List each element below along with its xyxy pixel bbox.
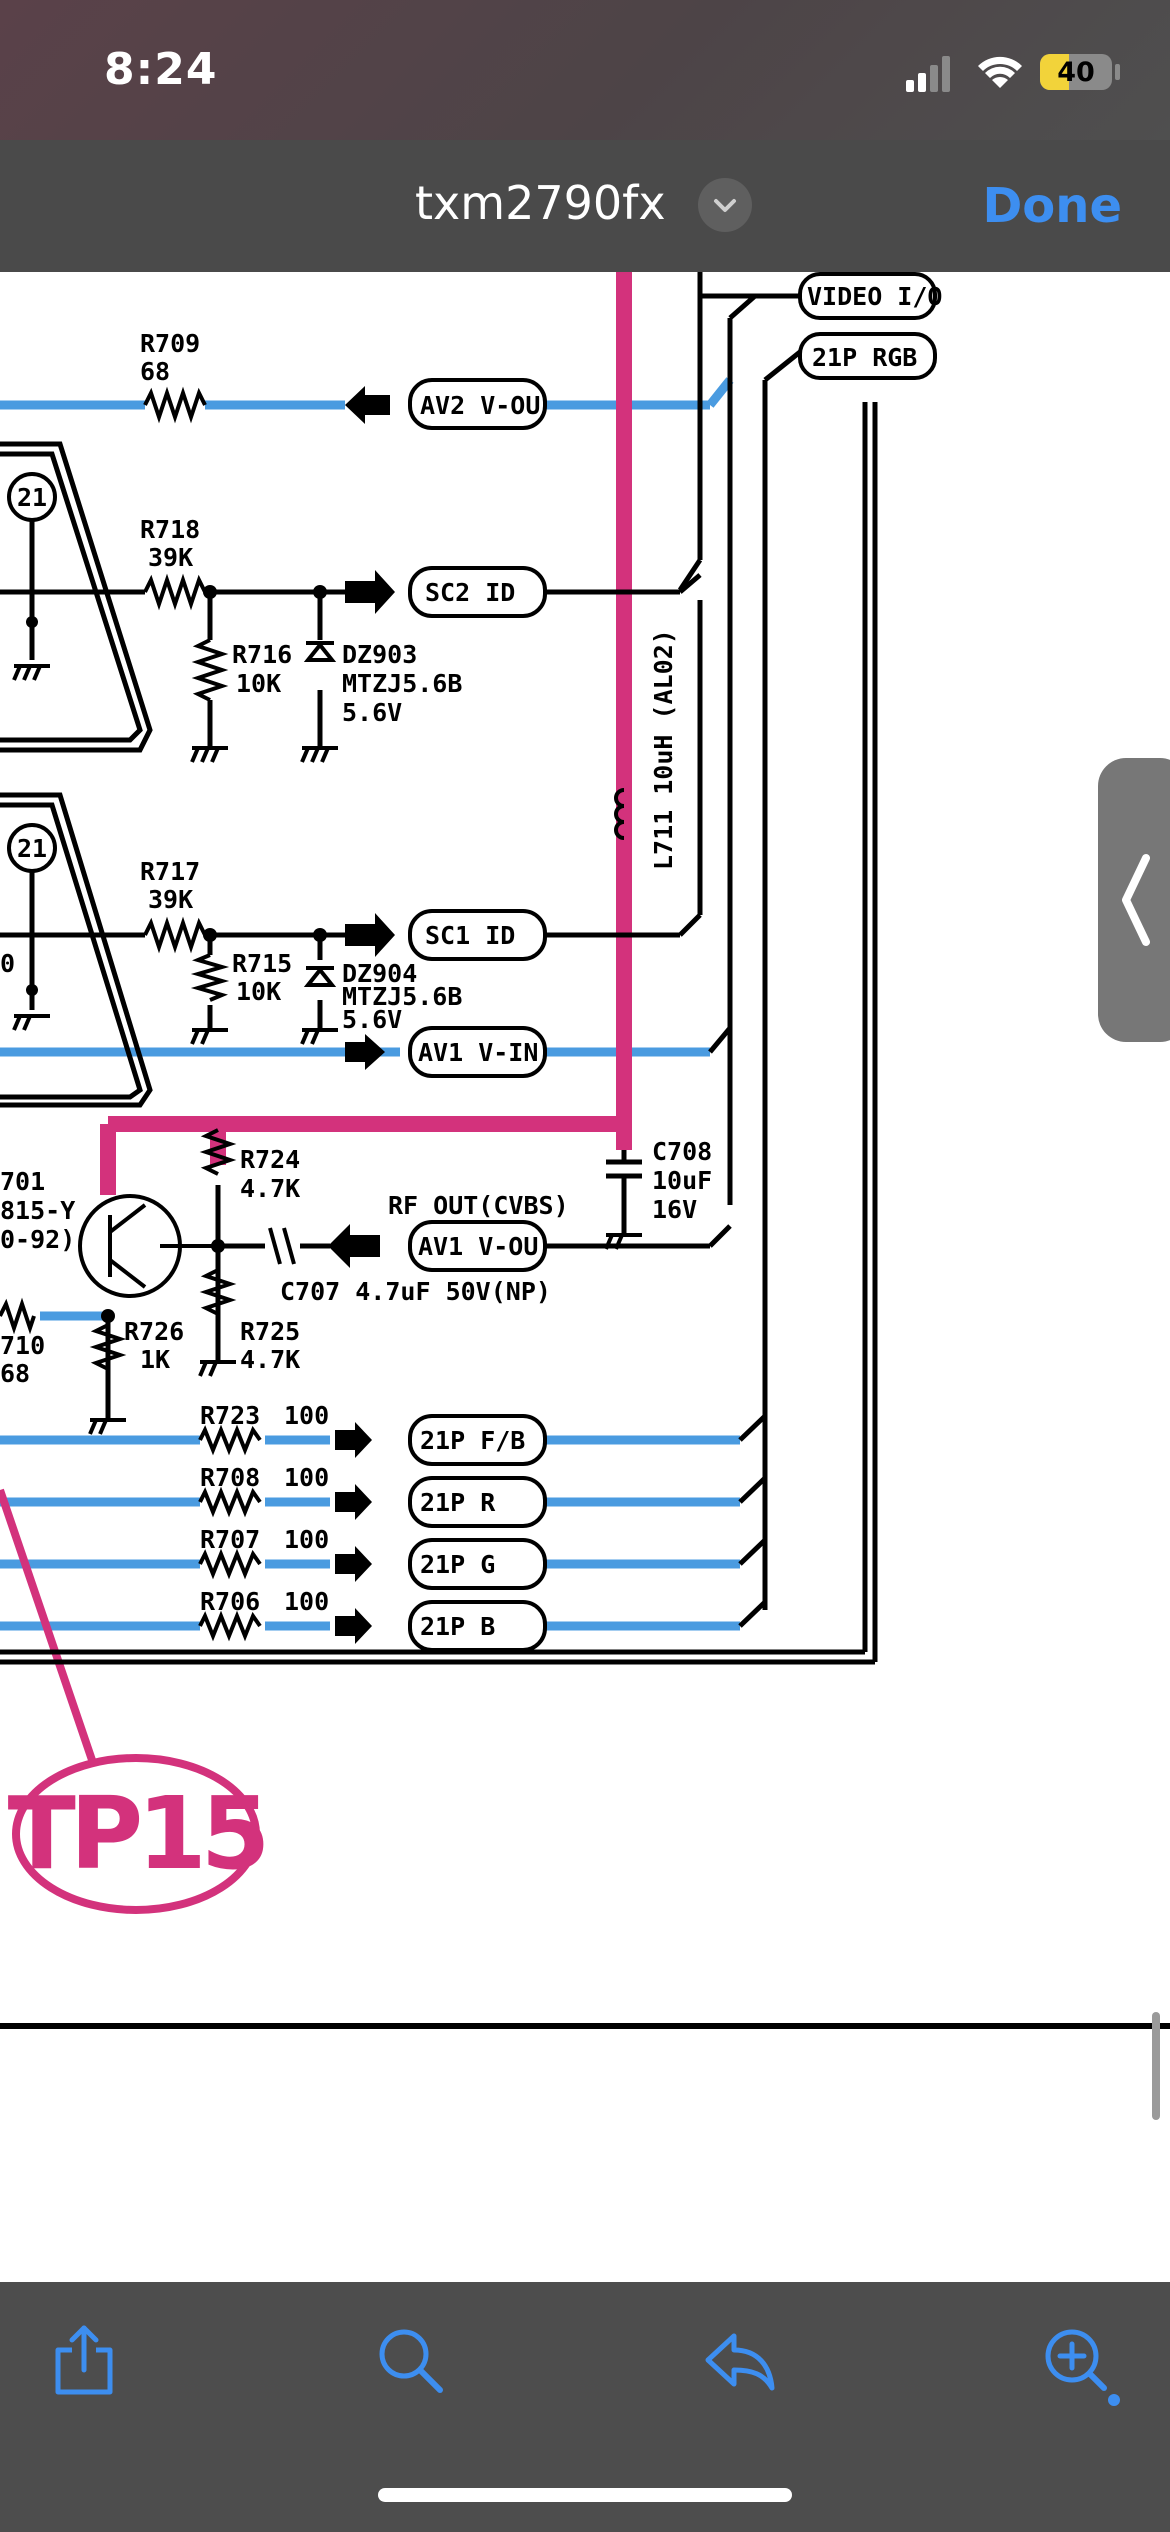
schematic-drawing: VIDEO I/O 21P RGB R709 68 AV2 V-OU R718 …: [0, 272, 1170, 2029]
label-r708-val: 100: [284, 1463, 329, 1492]
label-r709-val: 68: [140, 357, 170, 386]
chevron-left-icon: [1122, 854, 1150, 946]
tag-sc2-id: SC2 ID: [425, 578, 515, 607]
label-dz904-v: 5.6V: [342, 1005, 402, 1034]
label-r706-val: 100: [284, 1587, 329, 1616]
label-r708: R708: [200, 1463, 260, 1492]
label-c707: C707 4.7uF 50V(NP): [280, 1277, 551, 1306]
document-title[interactable]: txm2790fx: [415, 176, 666, 230]
label-r725: R725: [240, 1317, 300, 1346]
label-r726-val: 1K: [140, 1345, 170, 1374]
markup-zoom-icon: [1045, 2329, 1120, 2406]
tag-21p-b: 21P B: [420, 1612, 495, 1641]
label-r717: R717: [140, 857, 200, 886]
label-r726: R726: [124, 1317, 184, 1346]
title-menu-button[interactable]: [698, 178, 752, 232]
label-q701-c: 0-92): [0, 1225, 75, 1254]
label-r710-b: 68: [0, 1359, 30, 1388]
signal-icon: [906, 56, 950, 92]
status-time: 8:24: [104, 44, 218, 95]
tag-21p-g: 21P G: [420, 1550, 495, 1579]
label-r723: R723: [200, 1401, 260, 1430]
label-q701-b: 815-Y: [0, 1196, 75, 1225]
label-pin-0: 0: [0, 949, 15, 978]
label-dz903: DZ903: [342, 640, 417, 669]
label-dz903-v: 5.6V: [342, 698, 402, 727]
label-r709: R709: [140, 329, 200, 358]
label-r723-val: 100: [284, 1401, 329, 1430]
label-r725-val: 4.7K: [240, 1345, 300, 1374]
label-pin-21-top: 21: [17, 483, 47, 512]
label-dz904: DZ904: [342, 959, 417, 988]
tag-21p-r: 21P R: [420, 1488, 496, 1517]
label-dz903-part: MTZJ5.6B: [342, 669, 462, 698]
label-rf-out: RF OUT(CVBS): [388, 1191, 569, 1220]
label-r710-a: 710: [0, 1331, 45, 1360]
tag-sc1-id: SC1 ID: [425, 921, 515, 950]
status-bar: 8:24 40: [0, 0, 1170, 140]
label-c708: C708: [652, 1137, 712, 1166]
reply-button[interactable]: [700, 2320, 780, 2400]
label-r707: R707: [200, 1525, 260, 1554]
share-icon: [55, 2325, 113, 2395]
markup-button[interactable]: [1034, 2320, 1120, 2406]
label-r718: R718: [140, 515, 200, 544]
label-video-io: VIDEO I/O: [807, 282, 942, 311]
done-button[interactable]: Done: [982, 178, 1122, 234]
label-c708-v: 16V: [652, 1195, 697, 1224]
label-r724: R724: [240, 1145, 300, 1174]
nav-bar: txm2790fx Done: [0, 140, 1170, 272]
label-21p-rgb: 21P RGB: [812, 343, 917, 372]
tag-av2-vout: AV2 V-OU: [420, 391, 540, 420]
label-tp15: TP15: [8, 1775, 265, 1892]
label-r715: R715: [232, 949, 292, 978]
search-button[interactable]: [370, 2320, 450, 2400]
label-r717-val: 39K: [148, 885, 193, 914]
tag-av1-vout: AV1 V-OU: [418, 1232, 538, 1261]
label-r724-val: 4.7K: [240, 1174, 300, 1203]
battery-level: 40: [1057, 57, 1095, 88]
scrollbar[interactable]: [1152, 2012, 1160, 2120]
label-dz904-part: MTZJ5.6B: [342, 982, 462, 1011]
home-indicator: [378, 2488, 792, 2502]
search-icon: [379, 2329, 443, 2393]
label-r715-val: 10K: [236, 977, 281, 1006]
label-r707-val: 100: [284, 1525, 329, 1554]
wifi-icon: [978, 56, 1022, 88]
label-r718-val: 39K: [148, 543, 193, 572]
tag-21p-fb: 21P F/B: [420, 1426, 525, 1455]
tag-av1-vin: AV1 V-IN: [418, 1038, 538, 1067]
reply-icon: [705, 2333, 775, 2391]
label-r706: R706: [200, 1587, 260, 1616]
label-r716-val: 10K: [236, 669, 281, 698]
label-c708-val: 10uF: [652, 1166, 712, 1195]
sidebar-handle[interactable]: [1098, 758, 1170, 1042]
share-button[interactable]: [44, 2320, 124, 2400]
chevron-down-icon: [714, 199, 736, 212]
label-r716: R716: [232, 640, 292, 669]
battery-icon: 40: [1040, 54, 1112, 90]
pdf-page[interactable]: VIDEO I/O 21P RGB R709 68 AV2 V-OU R718 …: [0, 272, 1170, 2282]
label-l711: L711 10uH (AL02): [649, 629, 678, 870]
label-pin-21-bottom: 21: [17, 834, 47, 863]
label-q701-a: 701: [0, 1167, 45, 1196]
